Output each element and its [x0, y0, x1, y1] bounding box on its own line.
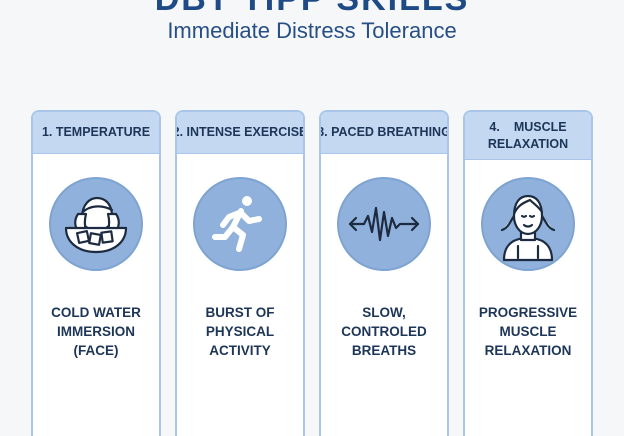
card-description: BURST OF PHYSICAL ACTIVITY — [181, 303, 299, 360]
description-line: PROGRESSIVE — [478, 305, 578, 320]
description-line: RELAXATION — [484, 343, 572, 358]
face-ice-bowl-icon — [49, 177, 143, 271]
description-line: ACTIVITY — [209, 343, 271, 358]
description-line: BREATHS — [351, 343, 417, 358]
card-intense-exercise: 2. INTENSE EXERCISE BURST OF PHYSICAL AC… — [175, 110, 305, 436]
card-header-line: MUSCLE — [513, 119, 567, 134]
relaxed-person-icon — [481, 177, 575, 271]
page-subtitle: Immediate Distress Tolerance — [167, 18, 457, 43]
card-header: 1. TEMPERATURE — [33, 112, 159, 154]
description-line: IMMERSION — [56, 324, 135, 339]
skills-card-row: 1. TEMPERATURE COLD WATER IMMERSION (FAC… — [31, 110, 593, 436]
description-line: MUSCLE — [499, 324, 557, 339]
breath-wave-icon — [337, 177, 431, 271]
description-line: BURST OF — [205, 305, 275, 320]
card-header-line: RELAXATION — [487, 136, 569, 151]
description-line: SLOW, — [362, 305, 406, 320]
card-header: 4. MUSCLE RELAXATION — [465, 112, 591, 160]
card-temperature: 1. TEMPERATURE COLD WATER IMMERSION (FAC… — [31, 110, 161, 436]
card-description: PROGRESSIVE MUSCLE RELAXATION — [469, 303, 587, 360]
card-paced-breathing: 3. PACED BREATHING SLOW, CONTROLED BREAT… — [319, 110, 449, 436]
running-person-icon — [193, 177, 287, 271]
card-description: SLOW, CONTROLED BREATHS — [325, 303, 443, 360]
page-title: DBT TIPP SKILLS — [0, 0, 624, 16]
description-line: CONTROLED — [341, 324, 427, 339]
card-header: 3. PACED BREATHING — [321, 112, 447, 154]
card-muscle-relaxation: 4. MUSCLE RELAXATION — [463, 110, 593, 436]
card-header: 2. INTENSE EXERCISE — [177, 112, 303, 154]
description-line: COLD WATER — [51, 305, 141, 320]
card-description: COLD WATER IMMERSION (FACE) — [37, 303, 155, 360]
description-line: (FACE) — [73, 343, 119, 358]
description-line: PHYSICAL — [205, 324, 275, 339]
card-header-number: 4. — [489, 119, 500, 134]
